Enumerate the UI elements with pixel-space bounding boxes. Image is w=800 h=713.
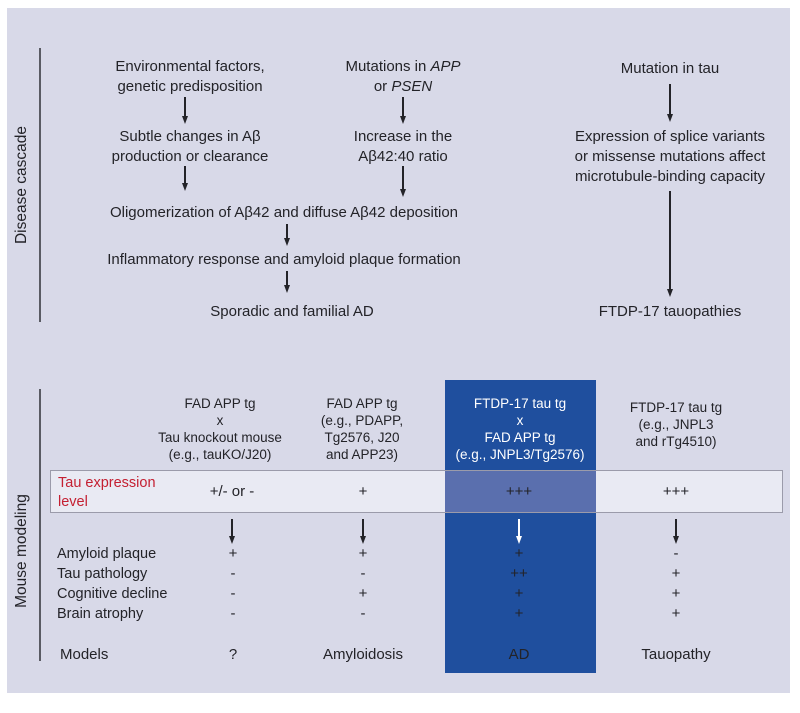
cascade-outcome-sporadic-ad: Sporadic and familial AD <box>210 303 374 320</box>
disease-cascade-divider <box>39 48 41 322</box>
cascade-step-mutations-app: Mutations in APP or PSEN <box>345 58 461 95</box>
phenotype-value: + <box>671 565 681 582</box>
highlighted-ad-column <box>445 380 596 673</box>
arrow-down-icon <box>184 166 186 183</box>
arrow-down-icon <box>669 84 671 114</box>
arrow-down-icon <box>402 97 404 116</box>
arrow-down-icon <box>286 271 288 285</box>
model-name: AD <box>508 646 530 663</box>
arrow-down-icon <box>184 97 186 116</box>
phenotype-value: + <box>671 585 681 602</box>
phenotype-value: - <box>230 585 236 602</box>
phenotype-label-amyloid-plaque: Amyloid plaque <box>57 546 157 562</box>
model-column-header-tau-knockout: FAD APP tg x Tau knockout mouse (e.g., t… <box>158 396 282 462</box>
cascade-step-increase-ratio: Increase in the Aβ42:40 ratio <box>353 128 453 165</box>
arrow-down-icon <box>518 519 520 536</box>
cascade-step-mutation-tau: Mutation in tau <box>620 60 720 77</box>
tau-expression-label: Tau expression level <box>58 475 156 510</box>
phenotype-value: + <box>514 605 524 622</box>
tau-expression-value: +/- or - <box>209 483 255 500</box>
tau-expression-band <box>50 470 783 513</box>
model-name: Amyloidosis <box>322 646 404 663</box>
arrow-down-icon <box>231 519 233 536</box>
arrow-down-icon <box>675 519 677 536</box>
phenotype-value: ++ <box>510 565 528 582</box>
phenotype-label-tau-pathology: Tau pathology <box>57 566 148 582</box>
phenotype-value: - <box>230 565 236 582</box>
phenotype-value: + <box>514 545 524 562</box>
mouse-modeling-section-label: Mouse modeling <box>13 494 30 608</box>
model-name: ? <box>228 646 238 663</box>
phenotype-value: + <box>358 545 368 562</box>
cascade-step-oligomerization: Oligomerization of Aβ42 and diffuse Aβ42… <box>109 204 459 221</box>
cascade-step-subtle-changes: Subtle changes in Aβ production or clear… <box>111 128 269 165</box>
phenotype-value: - <box>360 565 366 582</box>
models-row-label: Models <box>60 646 109 663</box>
cascade-step-inflammatory: Inflammatory response and amyloid plaque… <box>107 251 461 268</box>
cascade-outcome-ftdp: FTDP-17 tauopathies <box>598 303 742 320</box>
disease-cascade-section-label: Disease cascade <box>13 125 30 245</box>
model-column-header-ftdp-tau: FTDP-17 tau tg (e.g., JNPL3 and rTg4510) <box>629 400 723 449</box>
phenotype-value: - <box>360 605 366 622</box>
model-column-header-fad-app: FAD APP tg (e.g., PDAPP, Tg2576, J20 and… <box>320 396 404 462</box>
phenotype-label-cognitive-decline: Cognitive decline <box>57 586 168 602</box>
cascade-step-environmental: Environmental factors, genetic predispos… <box>115 58 265 95</box>
arrow-down-icon <box>402 166 404 189</box>
phenotype-value: - <box>230 605 236 622</box>
phenotype-value: + <box>228 545 238 562</box>
phenotype-value: + <box>671 605 681 622</box>
tau-expression-band-highlight <box>445 471 596 512</box>
phenotype-value: + <box>514 585 524 602</box>
figure-panel <box>7 8 790 693</box>
tau-expression-value: +++ <box>662 483 690 500</box>
cascade-step-splice-variants: Expression of splice variants or missens… <box>574 128 766 185</box>
tau-expression-value: +++ <box>505 483 533 500</box>
phenotype-value: - <box>673 545 679 562</box>
tau-expression-value: + <box>358 483 368 500</box>
phenotype-label-brain-atrophy: Brain atrophy <box>57 606 144 622</box>
model-column-header-ftdp-fad-cross: FTDP-17 tau tg x FAD APP tg (e.g., JNPL3… <box>455 396 585 462</box>
arrow-down-icon <box>362 519 364 536</box>
arrow-down-icon <box>286 224 288 238</box>
model-name: Tauopathy <box>641 646 711 663</box>
phenotype-value: + <box>358 585 368 602</box>
arrow-down-icon <box>669 191 671 289</box>
mouse-modeling-divider <box>39 389 41 661</box>
